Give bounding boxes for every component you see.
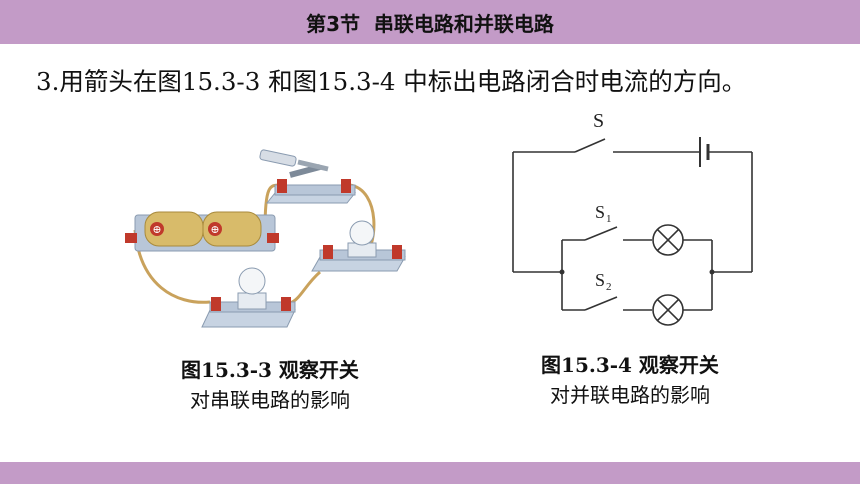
parallel-circuit-schematic: S S 1 S 2 bbox=[512, 110, 753, 326]
caption-line1: 图15.3-4 观察开关 bbox=[541, 353, 719, 377]
section-title: 第3节 串联电路和并联电路 bbox=[306, 11, 554, 36]
main-switch-label: S bbox=[593, 110, 604, 132]
knife-switch bbox=[259, 149, 357, 204]
switch2-subscript: 2 bbox=[606, 281, 612, 293]
question-text: 3.用箭头在图15.3-3 和图15.3-4 中标出电路闭合时电流的方向。 bbox=[36, 67, 747, 96]
battery-positive-label: ⊕ bbox=[152, 224, 161, 236]
bulb-bottom bbox=[201, 267, 296, 328]
branch1-switch-blade bbox=[584, 226, 618, 241]
switch2-label: S bbox=[595, 270, 605, 290]
caption-line1: 图15.3-3 观察开关 bbox=[181, 358, 359, 382]
bulb-right bbox=[311, 220, 406, 272]
footer-bar bbox=[0, 462, 860, 484]
header-bar: 第3节 串联电路和并联电路 bbox=[0, 0, 860, 44]
battery-positive-label: ⊕ bbox=[210, 224, 219, 236]
switch1-subscript: 1 bbox=[606, 213, 612, 225]
junction-left bbox=[559, 269, 565, 275]
battery-holder: ⊕ ⊕ bbox=[125, 211, 279, 252]
switch1-label: S bbox=[595, 202, 605, 222]
caption-line2: 对串联电路的影响 bbox=[190, 388, 350, 412]
junction-right bbox=[709, 269, 715, 275]
main-switch-blade bbox=[574, 138, 606, 153]
figure-right-caption: 图15.3-4 观察开关 对并联电路的影响 bbox=[490, 350, 770, 410]
caption-line2: 对并联电路的影响 bbox=[550, 383, 710, 407]
wire bbox=[289, 270, 321, 305]
figure-left-caption: 图15.3-3 观察开关 对串联电路的影响 bbox=[130, 355, 410, 415]
series-circuit-figure: ⊕ ⊕ bbox=[125, 149, 406, 328]
branch2-switch-blade bbox=[584, 296, 618, 311]
